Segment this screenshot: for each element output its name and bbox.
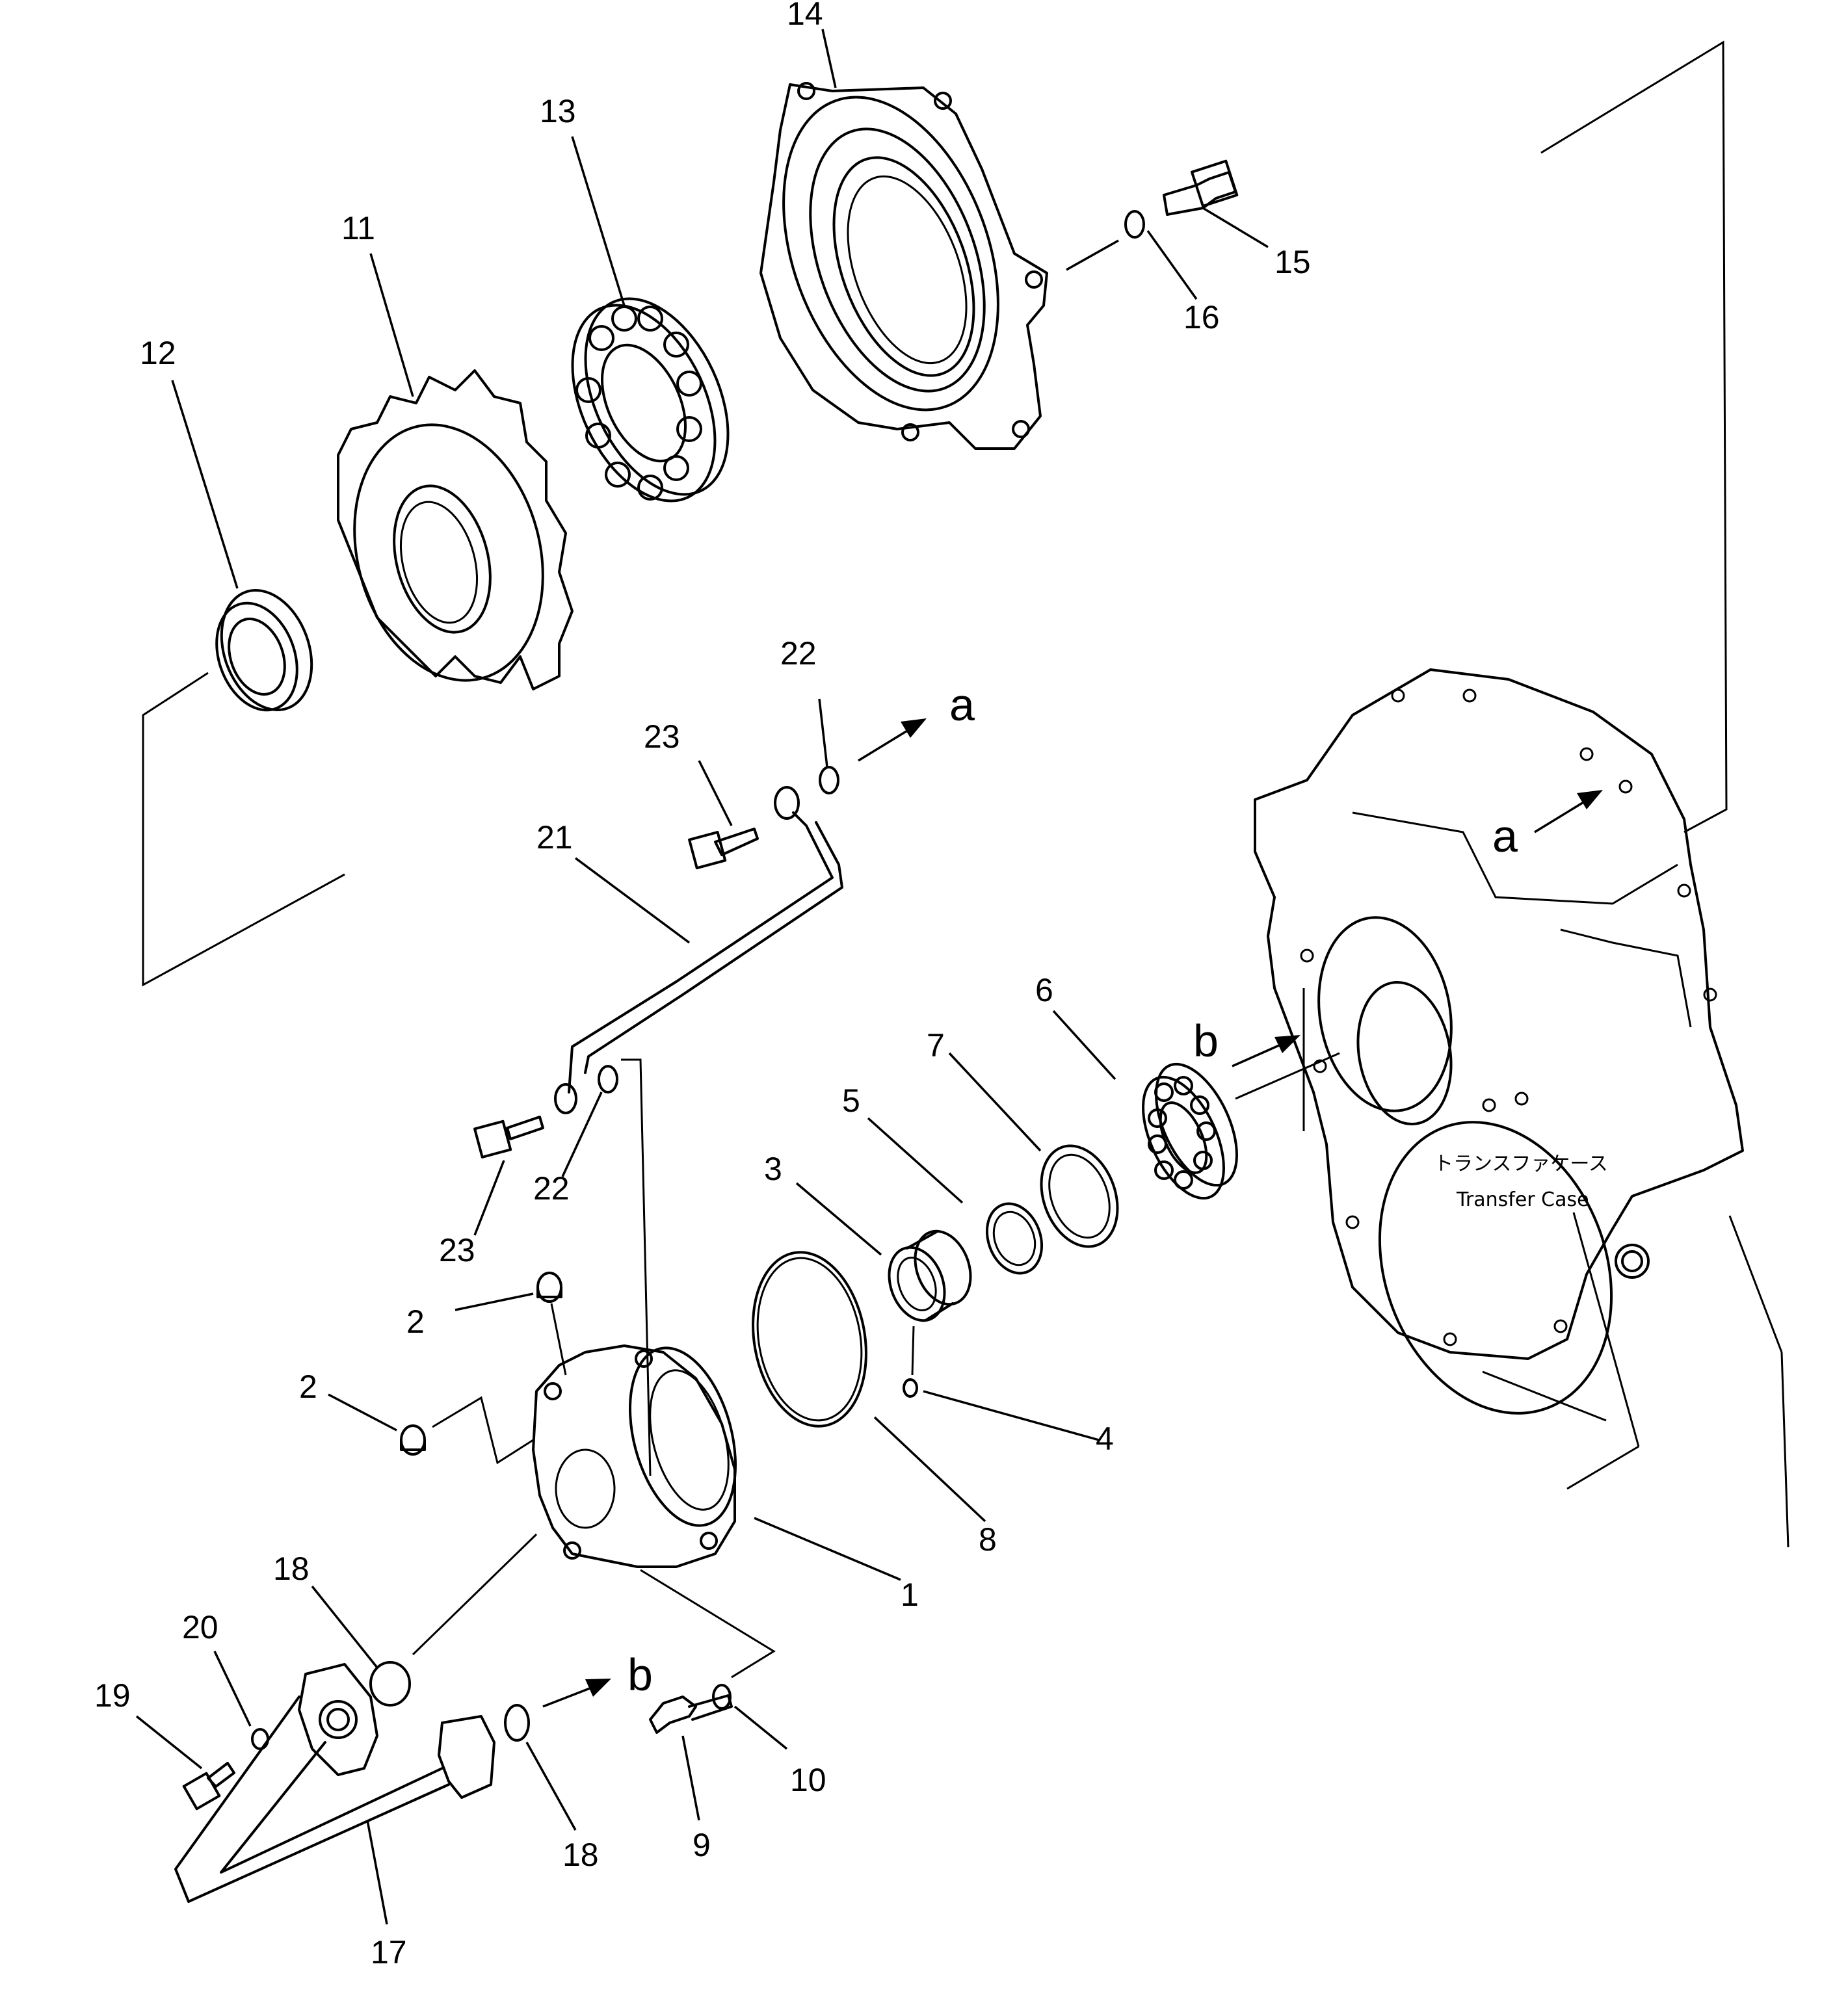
label-part-23-top: 23 [644, 718, 680, 755]
connection-letter-b-bottom: b [627, 1649, 653, 1700]
part-9-bolt [649, 1694, 733, 1734]
shaft-line-6 [1235, 1052, 1340, 1100]
assembly-line-top-right [1540, 40, 1728, 833]
part-23-bolt-top [688, 828, 759, 870]
label-part-16: 16 [1183, 299, 1220, 335]
connector-22-pump [621, 1058, 652, 1476]
label-part-17: 17 [371, 1934, 407, 1970]
label-part-18-b: 18 [562, 1837, 599, 1873]
connector-3-4 [911, 1326, 915, 1376]
label-part-7: 7 [927, 1027, 945, 1064]
part-6-ball-bearing [1142, 1062, 1238, 1200]
part-2-plug-top [536, 1272, 562, 1303]
label-part-21: 21 [536, 819, 573, 856]
part-12-seal [215, 589, 313, 712]
connector-line-14-16 [1066, 239, 1119, 271]
label-part-12: 12 [140, 335, 176, 371]
label-part-2-left: 2 [299, 1368, 317, 1405]
label-part-13: 13 [540, 93, 576, 129]
connector-2-left [432, 1396, 534, 1465]
part-5-snap-ring [985, 1202, 1044, 1275]
label-part-23-bottom: 23 [439, 1232, 475, 1268]
part-3-bushing [888, 1229, 972, 1322]
label-part-22-top: 22 [780, 635, 817, 672]
transfer-case [1254, 668, 1789, 1548]
part-22-oring-bottom [598, 1065, 618, 1093]
part-19-bolt [182, 1762, 235, 1811]
transfer-case-label-jp: トランスファケース [1434, 1153, 1608, 1175]
part-13-ball-bearing [571, 297, 730, 503]
part-8-oring [752, 1251, 867, 1428]
part-22-oring-top [819, 766, 839, 794]
part-15-bolt [1163, 159, 1239, 216]
part-14-bearing-cage [759, 82, 1048, 450]
assembly-line-top-left [142, 672, 345, 987]
label-part-20: 20 [182, 1609, 218, 1645]
label-part-6: 6 [1035, 972, 1053, 1008]
label-part-14: 14 [787, 0, 823, 32]
connection-letter-a-top: a [949, 679, 975, 730]
part-4-pin [903, 1378, 918, 1398]
transfer-case-label-en: Transfer Case [1456, 1188, 1589, 1211]
connection-letter-b-case: b [1193, 1015, 1219, 1066]
part-18-oring-a [369, 1661, 411, 1707]
label-part-18-a: 18 [273, 1551, 310, 1587]
part-16-washer [1124, 210, 1145, 239]
label-part-4: 4 [1096, 1420, 1114, 1457]
part-23-bolt-bottom [473, 1116, 544, 1159]
label-part-22-bottom: 22 [533, 1170, 570, 1207]
part-7-snap-ring [1040, 1144, 1119, 1248]
leader-lines [135, 29, 1269, 1925]
connector-2-top [550, 1303, 567, 1376]
label-part-9: 9 [693, 1827, 711, 1863]
part-11-gear [337, 369, 574, 690]
part-1-pump-body [532, 1344, 737, 1568]
part-10-washer [712, 1684, 732, 1710]
label-part-1: 1 [901, 1577, 919, 1613]
label-part-19: 19 [94, 1677, 131, 1714]
connector-9-10 [640, 1569, 776, 1679]
label-part-8: 8 [979, 1521, 997, 1558]
label-part-2-top: 2 [406, 1303, 425, 1340]
part-2-plug-left [400, 1424, 426, 1456]
label-part-3: 3 [764, 1151, 782, 1187]
label-part-10: 10 [790, 1762, 826, 1798]
part-20-washer [251, 1728, 269, 1750]
part-17-pipe [174, 1663, 495, 1903]
part-18-oring-b [504, 1704, 530, 1742]
part-21-pipe [554, 786, 843, 1114]
label-part-15: 15 [1274, 244, 1311, 280]
connector-1-18 [412, 1533, 538, 1656]
connection-letter-a-case: a [1492, 811, 1518, 861]
connection-arrows [542, 718, 1603, 1708]
label-part-11: 11 [341, 210, 375, 246]
label-part-5: 5 [842, 1082, 860, 1119]
